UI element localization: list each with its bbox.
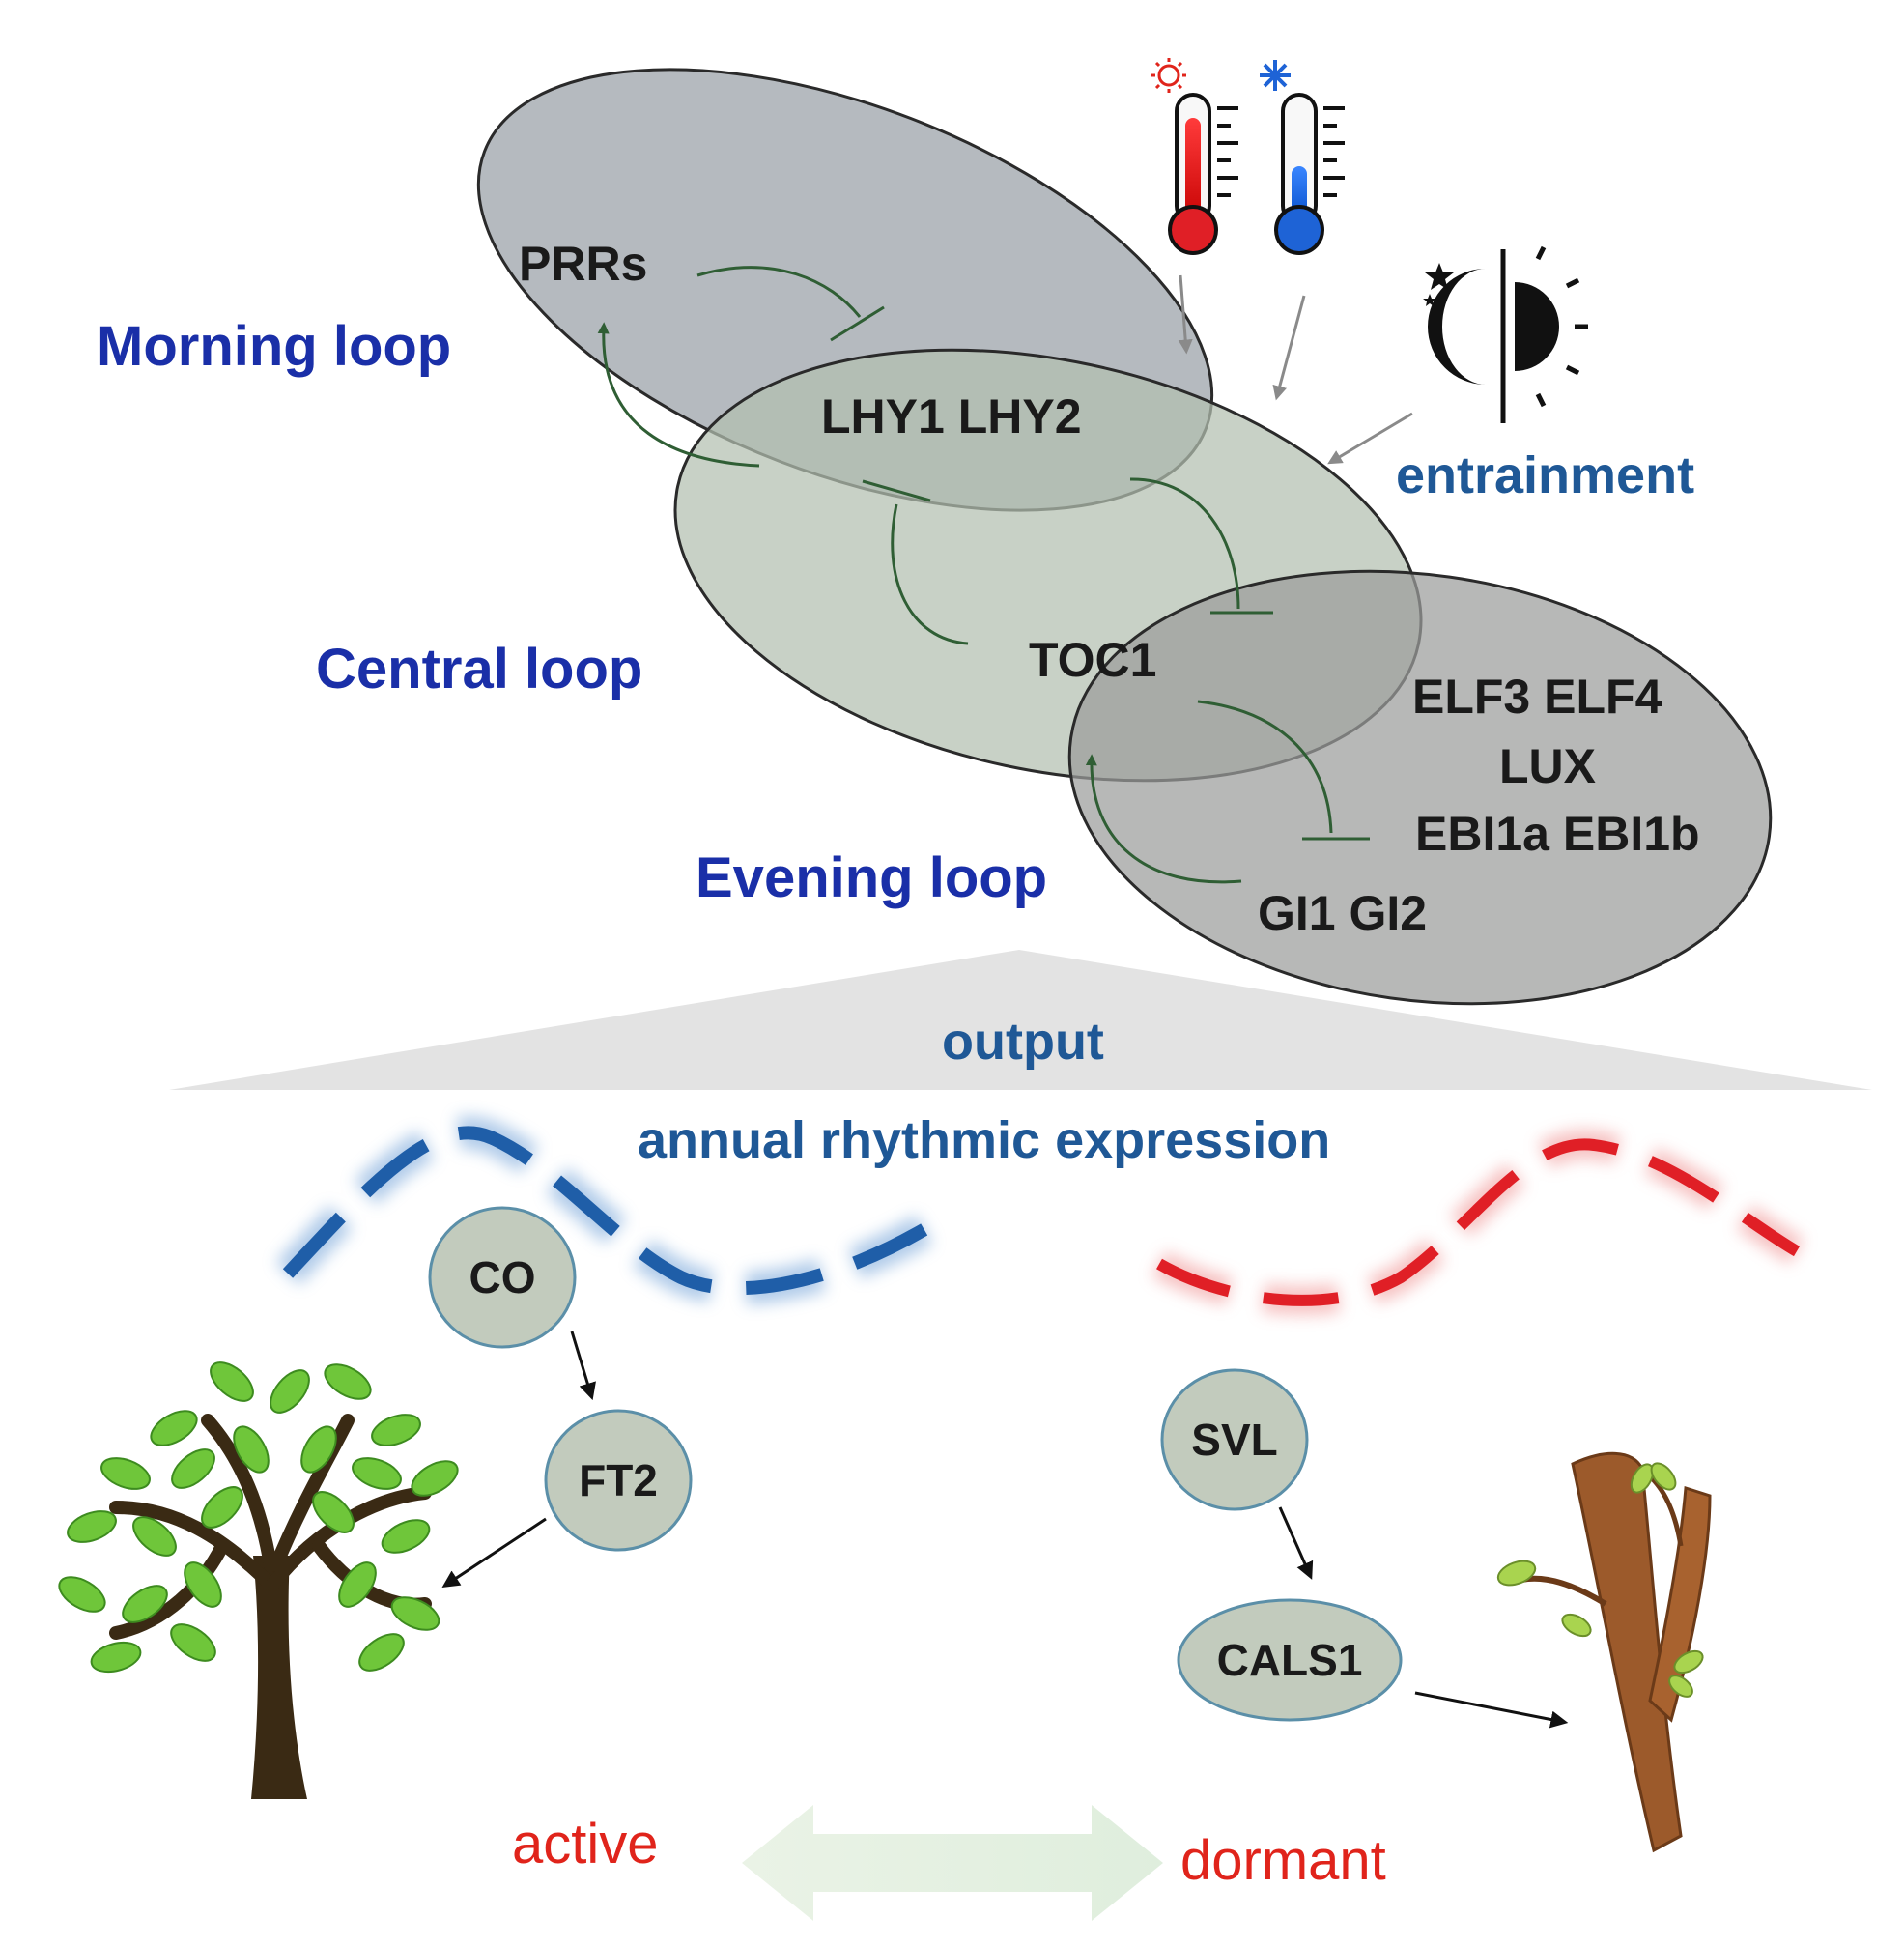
day-night-icon	[1423, 245, 1588, 423]
gene-prrs: PRRs	[519, 237, 647, 291]
cals1-node	[1177, 1598, 1403, 1722]
winter-wave	[282, 1126, 955, 1296]
svl-node	[1160, 1368, 1309, 1511]
gene-lux: LUX	[1499, 739, 1596, 793]
warm-thermometer-icon	[1151, 58, 1238, 255]
annual-expression-label: annual rhythmic expression	[638, 1111, 1330, 1169]
gene-gi: GI1 GI2	[1258, 886, 1427, 940]
co-node	[428, 1206, 577, 1349]
cals1-label: CALS1	[1217, 1635, 1363, 1685]
output-triangle	[169, 950, 1872, 1090]
gene-lhy: LHY1 LHY2	[821, 389, 1082, 444]
co-label: CO	[469, 1252, 536, 1303]
prrs-represses-lhy	[696, 266, 862, 318]
active-tree-icon	[58, 1361, 459, 1799]
regulation-edges	[597, 266, 1370, 884]
gene-ebi: EBI1a EBI1b	[1415, 807, 1700, 861]
ft2-label: FT2	[579, 1455, 658, 1505]
evening-loop-ellipse	[1067, 569, 1773, 1006]
output-label: output	[942, 1013, 1104, 1071]
central-loop-label: Central loop	[316, 638, 642, 701]
svl-label: SVL	[1191, 1415, 1277, 1465]
cold-thermometer-icon	[1260, 60, 1345, 255]
active-label: active	[512, 1813, 659, 1875]
lhy-activates-prrs	[597, 322, 760, 468]
dormant-branch-icon	[1496, 1451, 1712, 1853]
summer-wave	[1156, 1138, 1801, 1306]
toc1-represses-gi	[1197, 700, 1333, 834]
state-transition-arrow	[742, 1805, 1163, 1921]
evening-loop-label: Evening loop	[696, 846, 1047, 909]
ft2-node	[544, 1409, 693, 1552]
pathway-arrows	[441, 1331, 1569, 1729]
repression-bar-lhy-top	[830, 305, 885, 342]
gi-activates-toc1	[1085, 754, 1242, 884]
gene-elf: ELF3 ELF4	[1412, 670, 1662, 724]
repression-bar-lhy-bottom	[862, 479, 931, 502]
entrainment-label: entrainment	[1396, 446, 1694, 504]
toc1-represses-lhy	[891, 503, 969, 645]
gene-toc1: TOC1	[1029, 633, 1156, 687]
morning-loop-label: Morning loop	[97, 315, 451, 378]
dormant-label: dormant	[1180, 1829, 1386, 1892]
lhy-represses-toc1	[1129, 477, 1240, 610]
input-arrows	[1178, 274, 1413, 465]
